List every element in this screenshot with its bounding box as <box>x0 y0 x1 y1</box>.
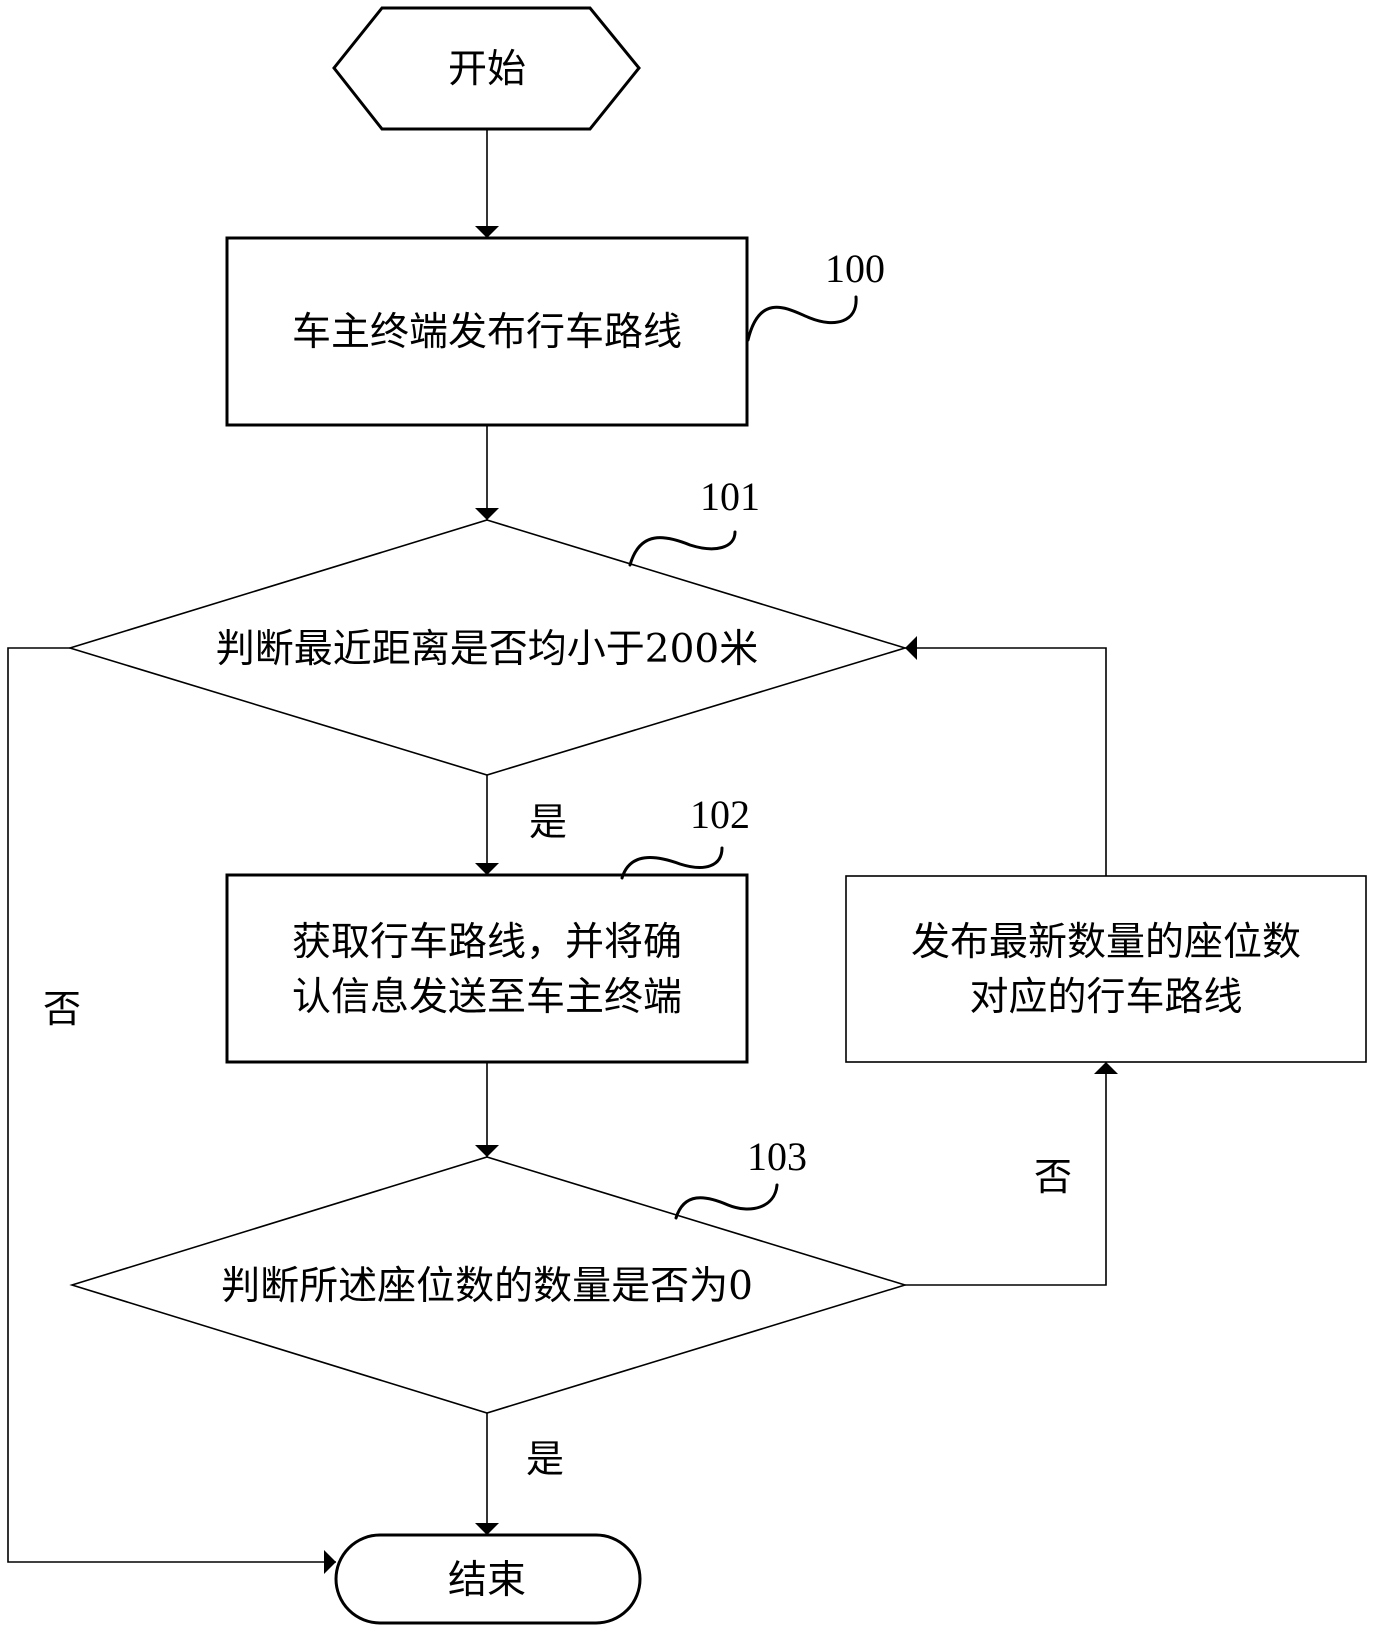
step-102-box <box>225 873 749 1064</box>
publish-box <box>845 875 1367 1063</box>
ref-103-label: 103 <box>747 1134 807 1179</box>
ref-100-leader <box>746 295 858 342</box>
start-node[interactable]: 开始 <box>332 6 641 131</box>
decision-103-label: 判断所述座位数的数量是否为0 <box>221 1264 753 1309</box>
edge-101-no-label: 否 <box>43 987 81 1031</box>
start-hexagon <box>332 6 641 131</box>
step-100-node[interactable]: 车主终端发布行车路线 <box>225 236 749 427</box>
end-label: 结束 <box>448 1558 526 1603</box>
publish-node[interactable]: 发布最新数量的座位数 对应的行车路线 <box>845 875 1367 1063</box>
decision-103-node[interactable]: 判断所述座位数的数量是否为0 <box>69 1156 908 1414</box>
step-100-label: 车主终端发布行车路线 <box>292 310 682 355</box>
start-label: 开始 <box>448 47 526 92</box>
ref-103-leader <box>674 1183 779 1220</box>
ref-102-leader <box>620 846 724 880</box>
edge-103-no-label: 否 <box>1034 1155 1072 1199</box>
ref-100-label: 100 <box>825 246 885 291</box>
end-node[interactable]: 结束 <box>334 1533 642 1625</box>
edge-publish-to-101 <box>905 636 1107 876</box>
edge-103-yes-label: 是 <box>526 1437 564 1481</box>
publish-line-2: 对应的行车路线 <box>969 975 1242 1020</box>
publish-line-1: 发布最新数量的座位数 <box>911 920 1301 965</box>
step-102-node[interactable]: 获取行车路线，并将确 认信息发送至车主终端 <box>225 873 749 1064</box>
decision-101-label: 判断最近距离是否均小于200米 <box>216 627 758 672</box>
ref-102-label: 102 <box>690 792 750 837</box>
end-terminal <box>334 1533 642 1625</box>
step-102-line-2: 认信息发送至车主终端 <box>292 975 682 1020</box>
step-102-line-1: 获取行车路线，并将确 <box>292 920 682 965</box>
edge-103-no <box>905 1062 1118 1286</box>
edge-101-no <box>7 647 336 1574</box>
step-100-box <box>225 236 749 427</box>
edge-101-yes-label: 是 <box>529 800 567 844</box>
decision-101-node[interactable]: 判断最近距离是否均小于200米 <box>67 519 908 776</box>
ref-101-leader <box>628 530 737 567</box>
ref-101-label: 101 <box>700 474 760 519</box>
